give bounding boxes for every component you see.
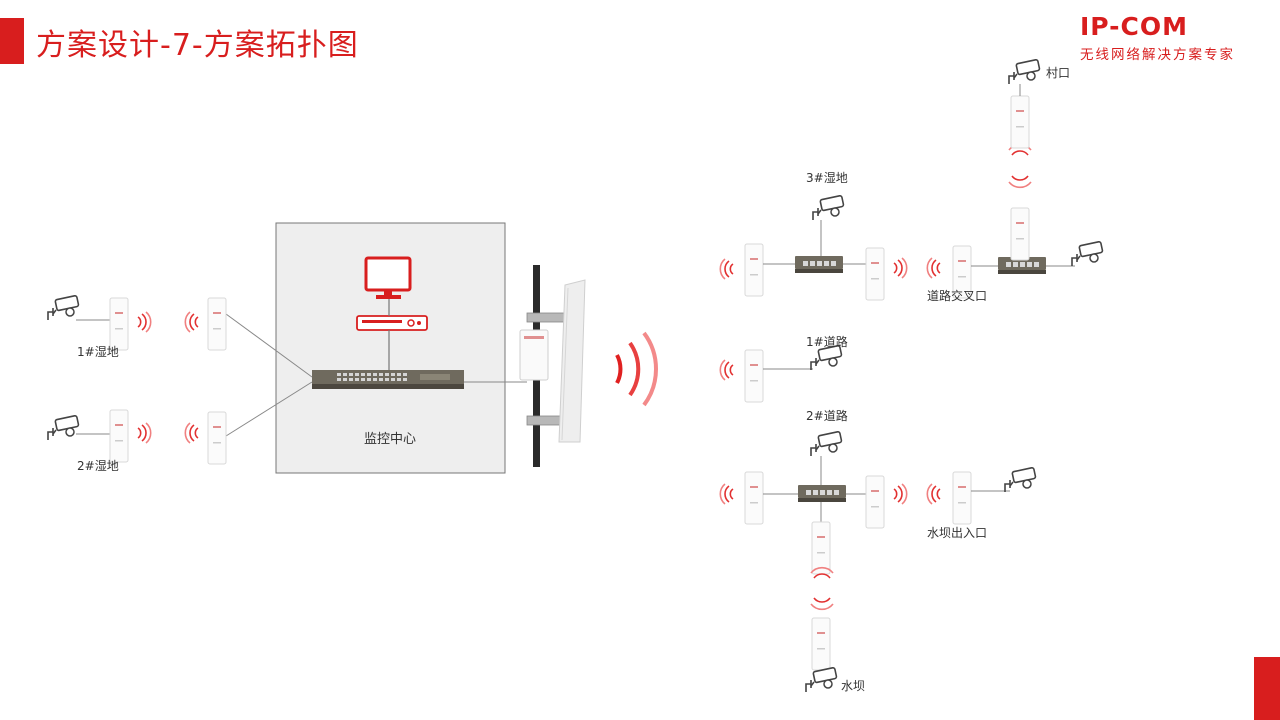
- title-accent-bar: [0, 18, 24, 64]
- camera-icon-road1: [810, 344, 843, 371]
- signal-icon-wetland3-rx: [719, 258, 734, 280]
- label-wetland3: 3#湿地: [806, 170, 848, 185]
- camera-icon-damgate: [1004, 466, 1037, 493]
- camera-icon-wetland3: [812, 194, 845, 221]
- brand-logo: IP-COM: [1080, 12, 1189, 41]
- signal-icon-crossroad-rx: [926, 257, 941, 279]
- signal-icon-wetland1: [137, 311, 152, 333]
- switch-icon-road2: [798, 485, 846, 502]
- label-wetland1: 1#湿地: [77, 344, 119, 359]
- signal-icon-dam: [810, 566, 834, 611]
- cpe-icon-crossroad-up: [1010, 207, 1030, 261]
- cpe-icon-wetland3-tx: [865, 247, 885, 301]
- label-dam: 水坝: [841, 679, 865, 693]
- cpe-icon-road2: [744, 471, 764, 525]
- monitor-icon: [364, 256, 412, 299]
- camera-icon-village: [1008, 58, 1041, 85]
- cpe-icon-wetland2: [109, 409, 129, 463]
- signal-icon-wetland2-rx: [184, 422, 199, 444]
- label-damgate: 水坝出入口: [927, 526, 987, 540]
- cpe-icon-dam: [811, 617, 831, 671]
- cpe-icon-wetland2-rx: [207, 411, 227, 465]
- camera-icon-wetland2: [47, 414, 80, 441]
- signal-icon-wetland2: [137, 422, 152, 444]
- cpe-icon-wetland1: [109, 297, 129, 351]
- core-switch-icon: [312, 370, 464, 389]
- cpe-icon-damgate: [952, 471, 972, 525]
- page-title: 方案设计-7-方案拓扑图: [36, 28, 359, 63]
- cpe-icon-road2-down: [811, 521, 831, 575]
- brand-tagline: 无线网络解决方案专家: [1080, 47, 1235, 63]
- cpe-icon-village: [1010, 95, 1030, 149]
- sector-antenna-icon: [519, 265, 586, 467]
- signal-icon-road2-rx: [719, 483, 734, 505]
- cpe-icon-wetland3-rx: [744, 243, 764, 297]
- signal-icon-damgate-rx: [926, 483, 941, 505]
- cpe-icon-road1: [744, 349, 764, 403]
- signal-icon-wetland3-tx: [893, 257, 908, 279]
- control-center-label: 监控中心: [364, 432, 416, 447]
- camera-icon-crossroad: [1071, 240, 1104, 267]
- signal-icon-wetland1-rx: [184, 311, 199, 333]
- camera-icon-dam: [805, 666, 838, 693]
- label-wetland2: 2#湿地: [77, 458, 119, 473]
- label-road1: 1#道路: [806, 334, 848, 349]
- antenna-signal-icon: [615, 331, 658, 407]
- cpe-icon-road2-tx: [865, 475, 885, 529]
- label-road2: 2#道路: [806, 408, 848, 423]
- camera-icon-road2: [810, 430, 843, 457]
- signal-icon-village: [1008, 143, 1032, 189]
- nvr-icon: [356, 315, 428, 331]
- signal-icon-road1-rx: [719, 359, 734, 381]
- label-village: 村口: [1046, 66, 1070, 80]
- switch-icon-wetland3: [795, 256, 843, 273]
- corner-accent: [1254, 657, 1280, 720]
- cpe-icon-wetland1-rx: [207, 297, 227, 351]
- camera-icon-wetland1: [47, 294, 80, 321]
- signal-icon-road2-tx: [893, 483, 908, 505]
- label-crossroad: 道路交叉口: [927, 288, 987, 303]
